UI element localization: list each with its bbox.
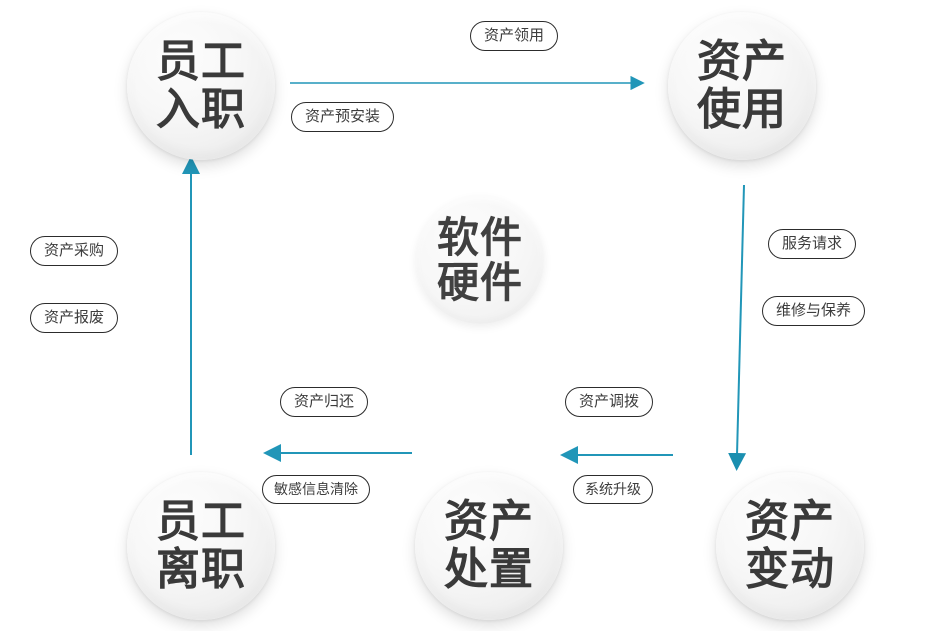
node-label-line2: 入职 — [156, 85, 246, 134]
node-label-line1: 软件 — [436, 213, 523, 261]
label-asset-return[interactable]: 资产归还 — [280, 387, 369, 417]
node-employee-onboarding[interactable]: 员工入职 — [127, 12, 275, 160]
node-label-line2: 处置 — [444, 545, 534, 594]
node-label-line1: 资产 — [745, 497, 835, 547]
node-asset-change[interactable]: 资产变动 — [716, 472, 864, 620]
node-label-line2: 离职 — [156, 545, 246, 594]
node-software-hardware[interactable]: 软件硬件 — [416, 196, 544, 324]
node-employee-offboarding[interactable]: 员工离职 — [127, 472, 275, 620]
label-asset-transfer[interactable]: 资产调拨 — [565, 387, 654, 417]
node-asset-usage[interactable]: 资产使用 — [668, 12, 816, 160]
node-label-line1: 员工 — [156, 37, 246, 87]
label-asset-preinstall[interactable]: 资产预安装 — [291, 102, 395, 132]
label-asset-scrapping[interactable]: 资产报废 — [30, 303, 119, 333]
node-label-line2: 硬件 — [436, 259, 523, 306]
node-label-line2: 使用 — [697, 85, 787, 134]
label-service-request[interactable]: 服务请求 — [768, 229, 857, 259]
node-label-line2: 变动 — [745, 545, 835, 594]
label-system-upgrade[interactable]: 系统升级 — [573, 475, 653, 504]
node-label-line1: 员工 — [156, 497, 246, 547]
label-repair-maintenance[interactable]: 维修与保养 — [762, 296, 866, 326]
label-sensitive-data-wipe[interactable]: 敏感信息清除 — [262, 475, 370, 504]
label-asset-requisition[interactable]: 资产领用 — [470, 21, 559, 51]
arrow-usage-to-change — [728, 184, 747, 471]
node-label-line1: 资产 — [444, 497, 534, 547]
node-asset-disposal[interactable]: 资产处置 — [415, 472, 563, 620]
node-label-line1: 资产 — [697, 37, 787, 87]
label-asset-procurement[interactable]: 资产采购 — [30, 236, 119, 266]
